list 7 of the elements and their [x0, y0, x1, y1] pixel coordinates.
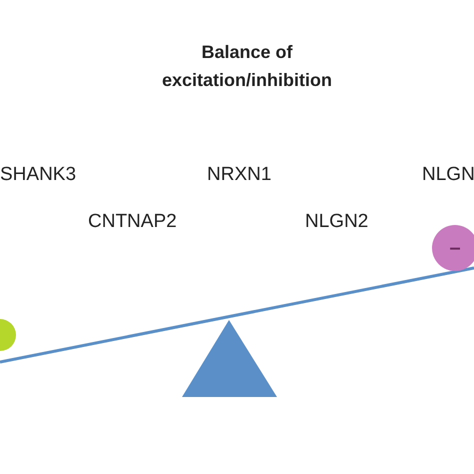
sign-circle: –	[432, 225, 474, 271]
title: Balance of excitation/inhibition	[161, 41, 333, 92]
gene-label: NLGN	[422, 164, 474, 186]
gene-label: NRXN1	[207, 164, 272, 186]
gene-label: NLGN2	[305, 211, 368, 233]
gene-label: CNTNAP2	[88, 211, 177, 233]
gene-label: SHANK3	[0, 164, 76, 186]
